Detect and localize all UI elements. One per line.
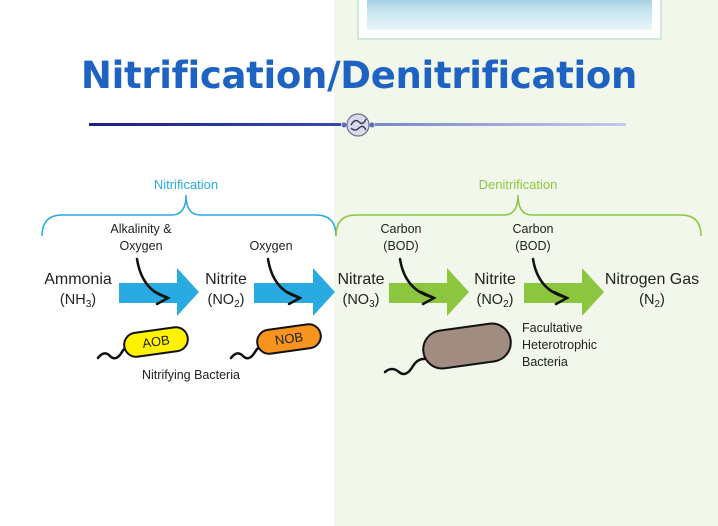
oxygen-text-1: Oxygen [119, 239, 163, 253]
divider-line-left [89, 123, 341, 126]
bod-text-2: (BOD) [515, 239, 551, 253]
facultative-text: Facultative [522, 321, 583, 335]
arrow-ammonia-to-nitrite [119, 268, 199, 316]
nitrite-node-2: Nitrite (NO2) [466, 270, 524, 315]
input-arrow-carbon-2 [531, 257, 570, 306]
aob-bacterium-icon [96, 326, 189, 360]
bod-text-1: (BOD) [383, 239, 419, 253]
heterotrophic-text: Heterotrophic [522, 338, 598, 352]
ammonia-name: Ammonia [44, 271, 112, 288]
nitrogen-gas-node: Nitrogen Gas (N2) [600, 270, 704, 315]
nitrification-label: Nitrification [153, 177, 219, 192]
alkalinity-text: Alkalinity & [110, 222, 172, 236]
denitrification-brace [335, 194, 702, 237]
arrow-nitrite-to-nitrogen [524, 268, 604, 316]
carbon-bod-label-1: Carbon (BOD) [366, 221, 436, 255]
nitrite-formula-2: (NO2) [476, 292, 514, 310]
facultative-bacterium-icon [383, 322, 512, 376]
nob-bacterium-icon [229, 323, 322, 360]
divider-ornament-icon [346, 113, 370, 137]
nitrate-formula: (NO3) [342, 292, 380, 310]
carbon-bod-label-2: Carbon (BOD) [498, 221, 568, 255]
nitrite-name-1: Nitrite [205, 271, 247, 288]
carbon-text-1: Carbon [380, 222, 422, 236]
right-background-panel [334, 0, 718, 526]
nitrate-name: Nitrate [337, 271, 385, 288]
input-arrow-carbon-1 [398, 257, 437, 306]
divider-line-right [375, 123, 626, 126]
alkalinity-oxygen-label: Alkalinity & Oxygen [96, 221, 186, 255]
input-arrow-oxygen [266, 257, 303, 306]
bacteria-text: Bacteria [522, 355, 568, 369]
ammonia-node: Ammonia (NH3) [36, 270, 120, 315]
arrow-nitrite-to-nitrate [254, 268, 335, 316]
nitrite-name-2: Nitrite [474, 271, 516, 288]
carbon-text-2: Carbon [512, 222, 554, 236]
oxygen-label: Oxygen [249, 239, 293, 253]
nitrite-formula-1: (NO2) [207, 292, 245, 310]
page-title: Nitrification/Denitrification [80, 54, 638, 97]
facultative-bacteria-label: Facultative Heterotrophic Bacteria [522, 320, 597, 371]
arrow-nitrate-to-nitrite [389, 268, 469, 316]
nitrogen-gas-name: Nitrogen Gas [604, 271, 700, 288]
nitrifying-bacteria-label: Nitrifying Bacteria [142, 368, 240, 382]
nitrate-node: Nitrate (NO3) [332, 270, 390, 315]
water-photo-frame [357, 0, 662, 40]
nitrite-node-1: Nitrite (NO2) [198, 270, 254, 315]
input-arrow-alkalinity [135, 257, 171, 306]
nitrogen-gas-formula: (N2) [639, 292, 665, 310]
denitrification-label: Denitrification [478, 177, 558, 192]
nitrification-brace [41, 194, 337, 237]
water-photo [367, 0, 652, 30]
ammonia-formula: (NH3) [59, 292, 97, 310]
